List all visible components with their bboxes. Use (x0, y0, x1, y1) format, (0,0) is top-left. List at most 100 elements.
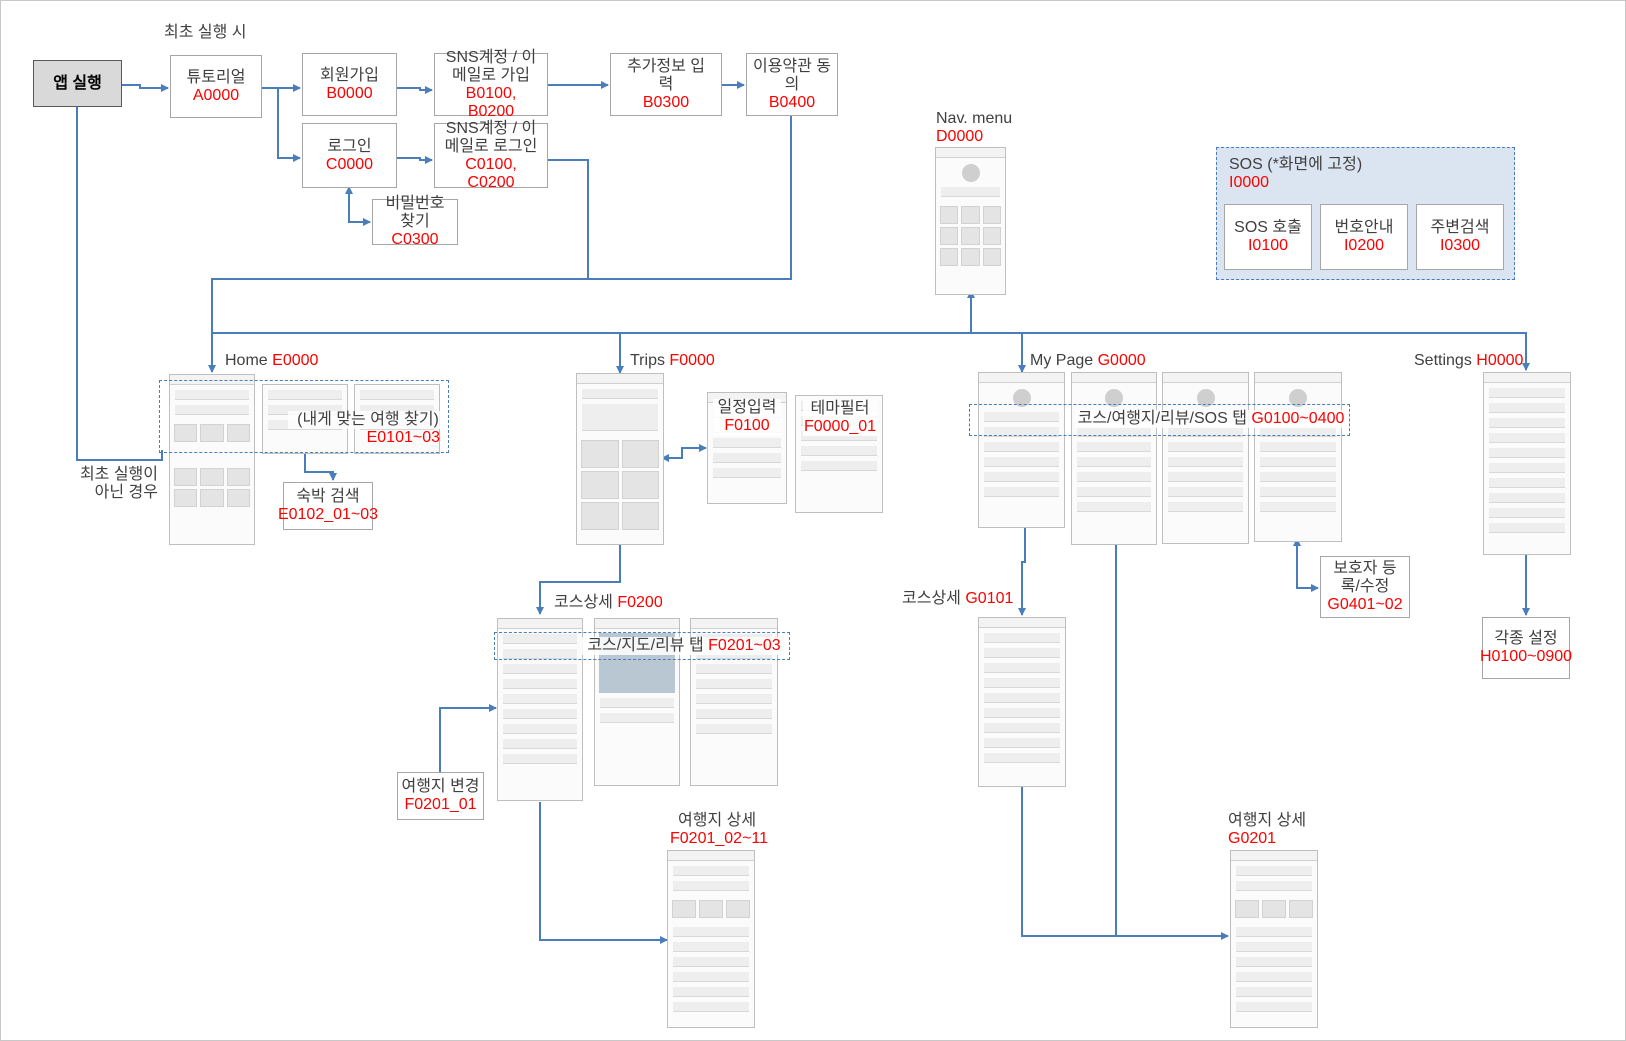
node-theme-filter-name: 테마필터 (810, 400, 870, 417)
node-hotel-search: 숙박 검색 E0102_01~03 (278, 482, 378, 530)
node-number-guide-name: 번호안내 (1334, 219, 1394, 236)
home-screen-1 (169, 374, 255, 545)
find-trip-overlay: (내게 맞는 여행 찾기) E0101~03 (288, 411, 448, 447)
not-first-run-label: 최초 실행이 아닌 경우 (79, 466, 158, 501)
place-g-label: 여행지 상세 G0201 (1228, 812, 1306, 848)
find-trip-name: (내게 맞는 여행 찾기) (288, 411, 448, 429)
node-settings-detail-name: 각종 설정 (1494, 630, 1558, 647)
trips-label: Trips F0000 (630, 352, 715, 370)
sos-group-code: I0000 (1229, 174, 1270, 191)
node-signup: 회원가입 B0000 (302, 53, 397, 116)
node-number-guide: 번호안내 I0200 (1320, 204, 1408, 270)
node-sns-signup: SNS계정 / 이메일로 가입 B0100, B0200 (434, 49, 548, 120)
course-g-label: 코스상세 G0101 (902, 590, 1013, 608)
node-find-password-code: C0300 (391, 231, 439, 248)
course-f-code: F0200 (617, 594, 663, 611)
node-hotel-search-code: E0102_01~03 (277, 506, 379, 523)
course-f-name: 코스상세 (554, 594, 613, 611)
place-g-screen (1230, 850, 1318, 1028)
home-label: Home E0000 (225, 352, 318, 370)
app-launch-node: 앱 실행 (33, 60, 122, 107)
node-signup-code: B0000 (326, 84, 373, 102)
trips-screen (576, 373, 664, 545)
node-find-password-name: 비밀번호 찾기 (385, 195, 445, 230)
node-sos-call-code: I0100 (1247, 237, 1289, 254)
node-sos-call-name: SOS 호출 (1234, 219, 1302, 236)
node-settings-detail: 각종 설정 H0100~0900 (1479, 617, 1573, 679)
settings-screen (1483, 372, 1571, 555)
node-guardian-code: G0401~02 (1327, 596, 1403, 613)
node-tutorial: 튜토리얼 A0000 (170, 55, 262, 118)
node-login-name: 로그인 (327, 137, 372, 155)
node-tutorial-name: 튜토리얼 (186, 68, 246, 86)
mypage-label: My Page G0000 (1030, 352, 1146, 370)
nav-menu-label: Nav. menu D0000 (936, 110, 1012, 146)
course-tabs-name: 코스/지도/리뷰 탭 (587, 637, 704, 654)
sos-group-name: SOS (*화면에 고정) (1229, 156, 1363, 173)
node-extra-info-name: 추가정보 입력 (626, 57, 706, 93)
first-run-label: 최초 실행 시 (164, 24, 247, 41)
node-theme-filter: 테마필터 F0000_01 (803, 400, 877, 436)
node-extra-info-code: B0300 (642, 93, 690, 111)
node-guardian-name: 보호자 등록/수정 (1333, 560, 1397, 595)
node-change-place-name: 여행지 변경 (401, 778, 480, 795)
course-g-screen (978, 617, 1066, 787)
node-theme-filter-code: F0000_01 (803, 418, 877, 435)
node-tutorial-code: A0000 (192, 86, 240, 104)
nav-menu-name: Nav. menu (936, 110, 1013, 127)
mypage-screen-3 (1162, 372, 1249, 544)
mypage-tabs-name: 코스/여행지/리뷰/SOS 탭 (1077, 410, 1247, 427)
node-hotel-search-name: 숙박 검색 (296, 488, 360, 505)
course-f-screen-1 (497, 618, 583, 801)
trips-code: F0000 (669, 352, 715, 369)
mypage-screen-2 (1071, 372, 1157, 545)
home-code: E0000 (272, 352, 319, 369)
course-tabs-code: F0201~03 (708, 637, 781, 654)
nav-menu-screen (935, 147, 1006, 295)
sos-group-title: SOS (*화면에 고정) I0000 (1229, 156, 1362, 192)
node-nearby-search-code: I0300 (1439, 237, 1481, 254)
mypage-name: My Page (1030, 352, 1094, 369)
course-g-code: G0101 (965, 590, 1014, 607)
nav-menu-code: D0000 (936, 128, 984, 145)
node-guardian: 보호자 등록/수정 G0401~02 (1320, 556, 1410, 618)
mypage-tabs-dashed-group (969, 404, 1350, 436)
course-f-label: 코스상세 F0200 (554, 594, 663, 612)
course-g-name: 코스상세 (902, 590, 961, 607)
settings-label: Settings H0000 (1414, 352, 1523, 370)
node-settings-detail-code: H0100~0900 (1479, 648, 1573, 665)
node-terms-code: B0400 (768, 93, 816, 111)
node-sns-login: SNS계정 / 이메일로 로그인 C0100, C0200 (434, 119, 548, 191)
node-schedule-input-code: F0100 (724, 417, 770, 434)
node-sos-call: SOS 호출 I0100 (1224, 204, 1312, 270)
mypage-tabs-code: G0100~0400 (1251, 410, 1345, 427)
node-signup-name: 회원가입 (320, 66, 379, 84)
node-sns-signup-name: SNS계정 / 이메일로 가입 (445, 48, 537, 84)
mypage-tabs-overlay: 코스/여행지/리뷰/SOS 탭 G0100~0400 (1075, 410, 1347, 428)
place-f-label: 여행지 상세 F0201_02~11 (670, 812, 768, 848)
settings-name: Settings (1414, 352, 1472, 369)
find-trip-dashed-group (159, 380, 449, 453)
mypage-screen-4 (1254, 372, 1342, 542)
node-login: 로그인 C0000 (302, 123, 397, 188)
mypage-screen-1 (978, 372, 1065, 528)
node-terms: 이용약관 동의 B0400 (746, 53, 838, 116)
place-f-name: 여행지 상세 (678, 812, 757, 829)
trips-name: Trips (630, 352, 665, 369)
node-sns-login-code: C0100, C0200 (465, 155, 517, 191)
node-schedule-input-name: 일정입력 (717, 399, 777, 416)
node-number-guide-code: I0200 (1343, 237, 1385, 254)
home-name: Home (225, 352, 268, 369)
node-change-place: 여행지 변경 F0201_01 (397, 772, 484, 820)
place-g-code: G0201 (1228, 830, 1277, 847)
mypage-code: G0000 (1097, 352, 1146, 369)
node-sns-login-name: SNS계정 / 이메일로 로그인 (444, 119, 538, 155)
node-schedule-input: 일정입력 F0100 (713, 399, 781, 435)
settings-code: H0000 (1476, 352, 1524, 369)
place-f-screen (667, 850, 755, 1028)
node-sns-signup-code: B0100, B0200 (465, 84, 517, 120)
course-tabs-overlay: 코스/지도/리뷰 탭 F0201~03 (582, 637, 786, 655)
node-find-password: 비밀번호 찾기 C0300 (372, 195, 458, 248)
node-nearby-search-name: 주변검색 (1430, 219, 1490, 236)
node-nearby-search: 주변검색 I0300 (1416, 204, 1504, 270)
